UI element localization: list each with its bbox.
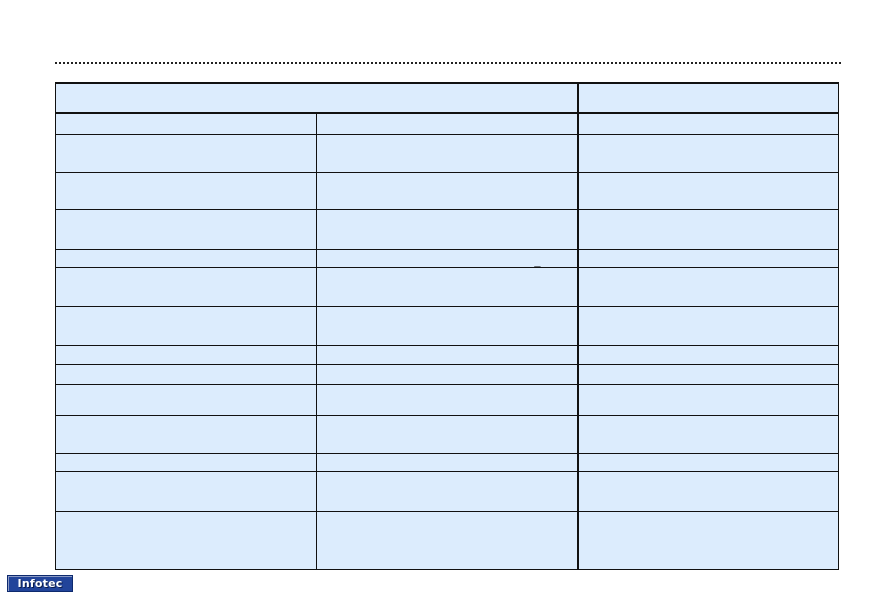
- row-description: [576, 266, 839, 307]
- row-sign: [316, 133, 578, 173]
- row-description: [576, 133, 839, 173]
- row-sign: [316, 305, 578, 346]
- row-description: [576, 248, 839, 268]
- row-sign: [316, 112, 578, 135]
- row-sign: [316, 266, 578, 307]
- row-description: [576, 344, 839, 365]
- row-sign: _: [316, 248, 578, 268]
- table-row: _: [55, 248, 839, 268]
- symbol-table: _: [55, 81, 839, 571]
- row-description: [576, 305, 839, 346]
- row-sign: [316, 414, 578, 454]
- infotec-logo: Infotec: [7, 575, 73, 592]
- row-description: [576, 363, 839, 385]
- row-number: [55, 133, 317, 173]
- table-row: [55, 344, 839, 365]
- table-row: [55, 414, 839, 454]
- row-number: [55, 363, 317, 385]
- header-sign-cell: [55, 81, 578, 115]
- row-sign: [316, 470, 578, 512]
- row-number: [55, 208, 317, 250]
- table-row: [55, 112, 839, 135]
- table-row: [55, 383, 839, 416]
- row-description: [576, 383, 839, 416]
- table-row: [55, 510, 839, 571]
- row-number: [55, 510, 317, 571]
- row-number: [55, 452, 317, 472]
- row-sign: [316, 171, 578, 210]
- row-number: [55, 383, 317, 416]
- dotted-divider: [55, 62, 841, 64]
- row-sign: [316, 510, 578, 571]
- row-number: [55, 112, 317, 135]
- header-description-cell: [576, 81, 839, 115]
- row-number: [55, 248, 317, 268]
- row-sign: [316, 344, 578, 365]
- table-row: [55, 266, 839, 307]
- row-number: [55, 171, 317, 210]
- row-sign: [316, 363, 578, 385]
- table-row: [55, 452, 839, 472]
- row-number: [55, 470, 317, 512]
- row-description: [576, 414, 839, 454]
- row-description: [576, 112, 839, 135]
- row-description: [576, 208, 839, 250]
- table-row: [55, 305, 839, 346]
- table-row: [55, 171, 839, 210]
- row-description: [576, 452, 839, 472]
- row-description: [576, 171, 839, 210]
- row-sign: [316, 383, 578, 416]
- row-sign: [316, 452, 578, 472]
- table-row: [55, 208, 839, 250]
- row-sign: [316, 208, 578, 250]
- table-row: [55, 470, 839, 512]
- row-description: [576, 510, 839, 571]
- table-header-row: [55, 81, 839, 115]
- row-number: [55, 266, 317, 307]
- table-row: [55, 363, 839, 385]
- row-number: [55, 305, 317, 346]
- row-description: [576, 470, 839, 512]
- row-number: [55, 344, 317, 365]
- row-number: [55, 414, 317, 454]
- table-row: [55, 133, 839, 173]
